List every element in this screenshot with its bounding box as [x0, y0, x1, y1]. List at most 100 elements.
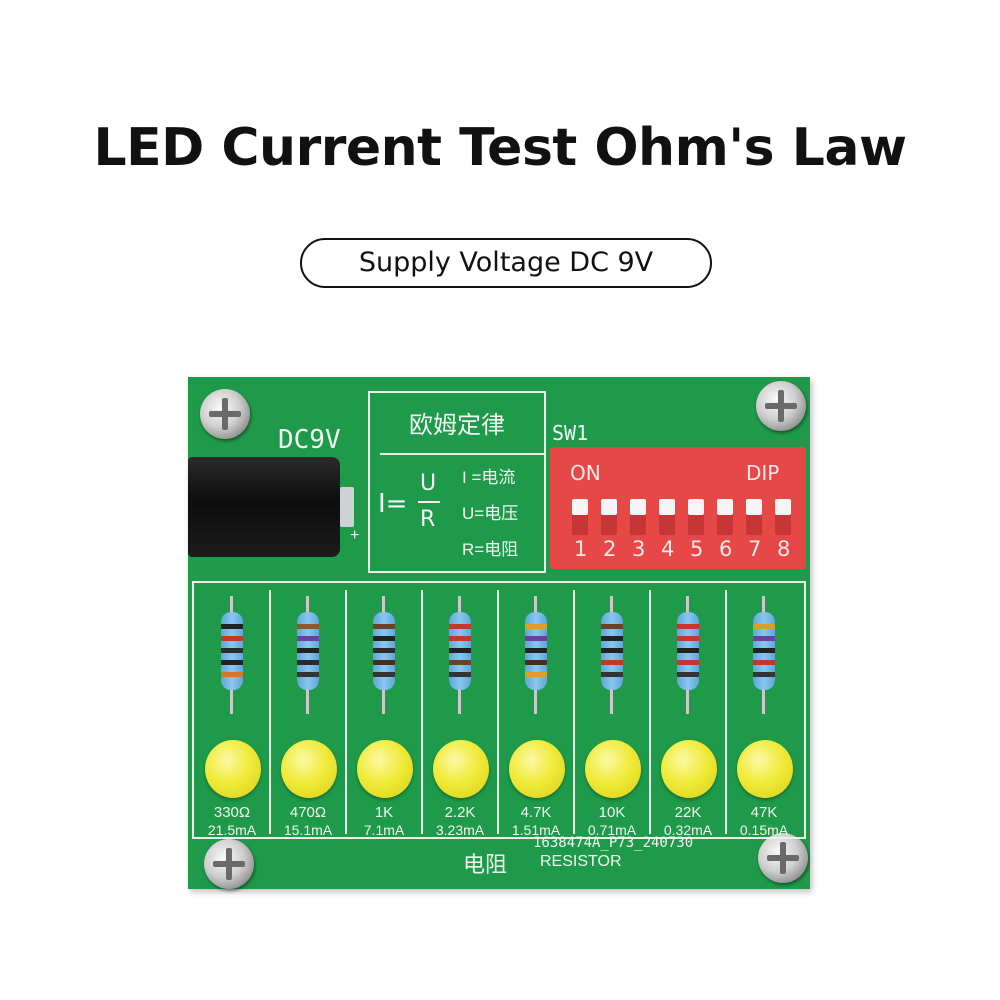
- dip-number: 1: [574, 537, 588, 561]
- dip-switch-8[interactable]: [775, 499, 791, 535]
- resistor-value-label: 22K: [674, 804, 702, 821]
- resistor-band: [449, 660, 471, 665]
- dip-on-label: ON: [570, 461, 601, 485]
- dip-knob: [746, 499, 762, 515]
- lead-wire: [382, 690, 385, 714]
- current-value-label: 1.51mA: [511, 822, 561, 838]
- lead-wire: [534, 690, 537, 714]
- resistor: [525, 612, 547, 690]
- resistor-grid: [192, 581, 806, 839]
- led: [661, 740, 717, 798]
- dip-knob: [659, 499, 675, 515]
- resistor: [449, 612, 471, 690]
- led: [737, 740, 793, 798]
- lead-wire: [610, 690, 613, 714]
- formula-title: 欧姆定律: [409, 411, 505, 439]
- resistor-band: [297, 636, 319, 641]
- fraction-bar: [418, 501, 440, 503]
- dip-knob: [688, 499, 704, 515]
- led: [433, 740, 489, 798]
- resistor-band: [221, 636, 243, 641]
- resistor-band: [601, 624, 623, 629]
- resistor: [753, 612, 775, 690]
- formula-divider: [380, 453, 544, 455]
- resistor-band: [677, 636, 699, 641]
- resistor-band: [373, 660, 395, 665]
- current-value-label: 3.23mA: [435, 822, 485, 838]
- led: [357, 740, 413, 798]
- screw-top-left-icon: [200, 389, 250, 439]
- lead-wire: [382, 596, 385, 614]
- resistor-value-label: 4.7K: [520, 804, 552, 821]
- dip-switch-3[interactable]: [630, 499, 646, 535]
- dip-knob: [630, 499, 646, 515]
- resistor: [373, 612, 395, 690]
- formula-u: U: [420, 471, 437, 496]
- resistor-band: [753, 672, 775, 677]
- dip-number: 8: [777, 537, 791, 561]
- formula-i: I=: [378, 489, 408, 519]
- resistor-band: [753, 624, 775, 629]
- dc-jack: [188, 457, 340, 557]
- dip-switch-1[interactable]: [572, 499, 588, 535]
- resistor-band: [677, 624, 699, 629]
- dip-knob: [775, 499, 791, 515]
- resistor-band: [297, 660, 319, 665]
- legend-current: I =电流: [462, 468, 516, 487]
- resistor-band: [449, 636, 471, 641]
- resistor-band: [753, 636, 775, 641]
- legend-resistance: R=电阻: [462, 540, 519, 559]
- dip-switch-5[interactable]: [688, 499, 704, 535]
- resistor-value-label: 2.2K: [444, 804, 476, 821]
- resistor-value-label: 470Ω: [289, 804, 327, 821]
- led: [585, 740, 641, 798]
- resistor-band: [221, 624, 243, 629]
- lead-wire: [762, 690, 765, 714]
- lead-wire: [686, 690, 689, 714]
- dip-switch-7[interactable]: [746, 499, 762, 535]
- resistor-band: [221, 672, 243, 677]
- resistor: [297, 612, 319, 690]
- lead-wire: [306, 690, 309, 714]
- lead-wire: [686, 596, 689, 614]
- page-title: LED Current Test Ohm's Law: [93, 118, 907, 178]
- cell-divider: [421, 590, 423, 834]
- dip-switch-2[interactable]: [601, 499, 617, 535]
- cell-divider: [269, 590, 271, 834]
- resistor-band: [221, 660, 243, 665]
- resistor-band: [449, 624, 471, 629]
- lead-wire: [610, 596, 613, 614]
- lead-wire: [762, 596, 765, 614]
- resistor-band: [601, 648, 623, 653]
- dip-switch-6[interactable]: [717, 499, 733, 535]
- lead-wire: [230, 690, 233, 714]
- lead-wire: [534, 596, 537, 614]
- resistor-band: [373, 624, 395, 629]
- current-value-label: 21.5mA: [207, 822, 257, 838]
- resistor-value-label: 10K: [598, 804, 626, 821]
- resistor-band: [525, 624, 547, 629]
- resistor-band: [677, 672, 699, 677]
- dip-knob: [601, 499, 617, 515]
- resistor: [677, 612, 699, 690]
- resistor-band: [753, 648, 775, 653]
- resistor-band: [525, 660, 547, 665]
- current-value-label: 0.15mA: [739, 822, 789, 838]
- resistor-value-label: 1K: [374, 804, 394, 821]
- dip-switch-4[interactable]: [659, 499, 675, 535]
- led: [509, 740, 565, 798]
- lead-wire: [306, 596, 309, 614]
- resistor-band: [373, 636, 395, 641]
- led: [205, 740, 261, 798]
- dip-number: 7: [748, 537, 762, 561]
- resistor-band: [601, 660, 623, 665]
- part-code: 1638474A_P73_240730: [533, 835, 694, 851]
- current-value-label: 0.32mA: [663, 822, 713, 838]
- formula-r: R: [420, 507, 436, 532]
